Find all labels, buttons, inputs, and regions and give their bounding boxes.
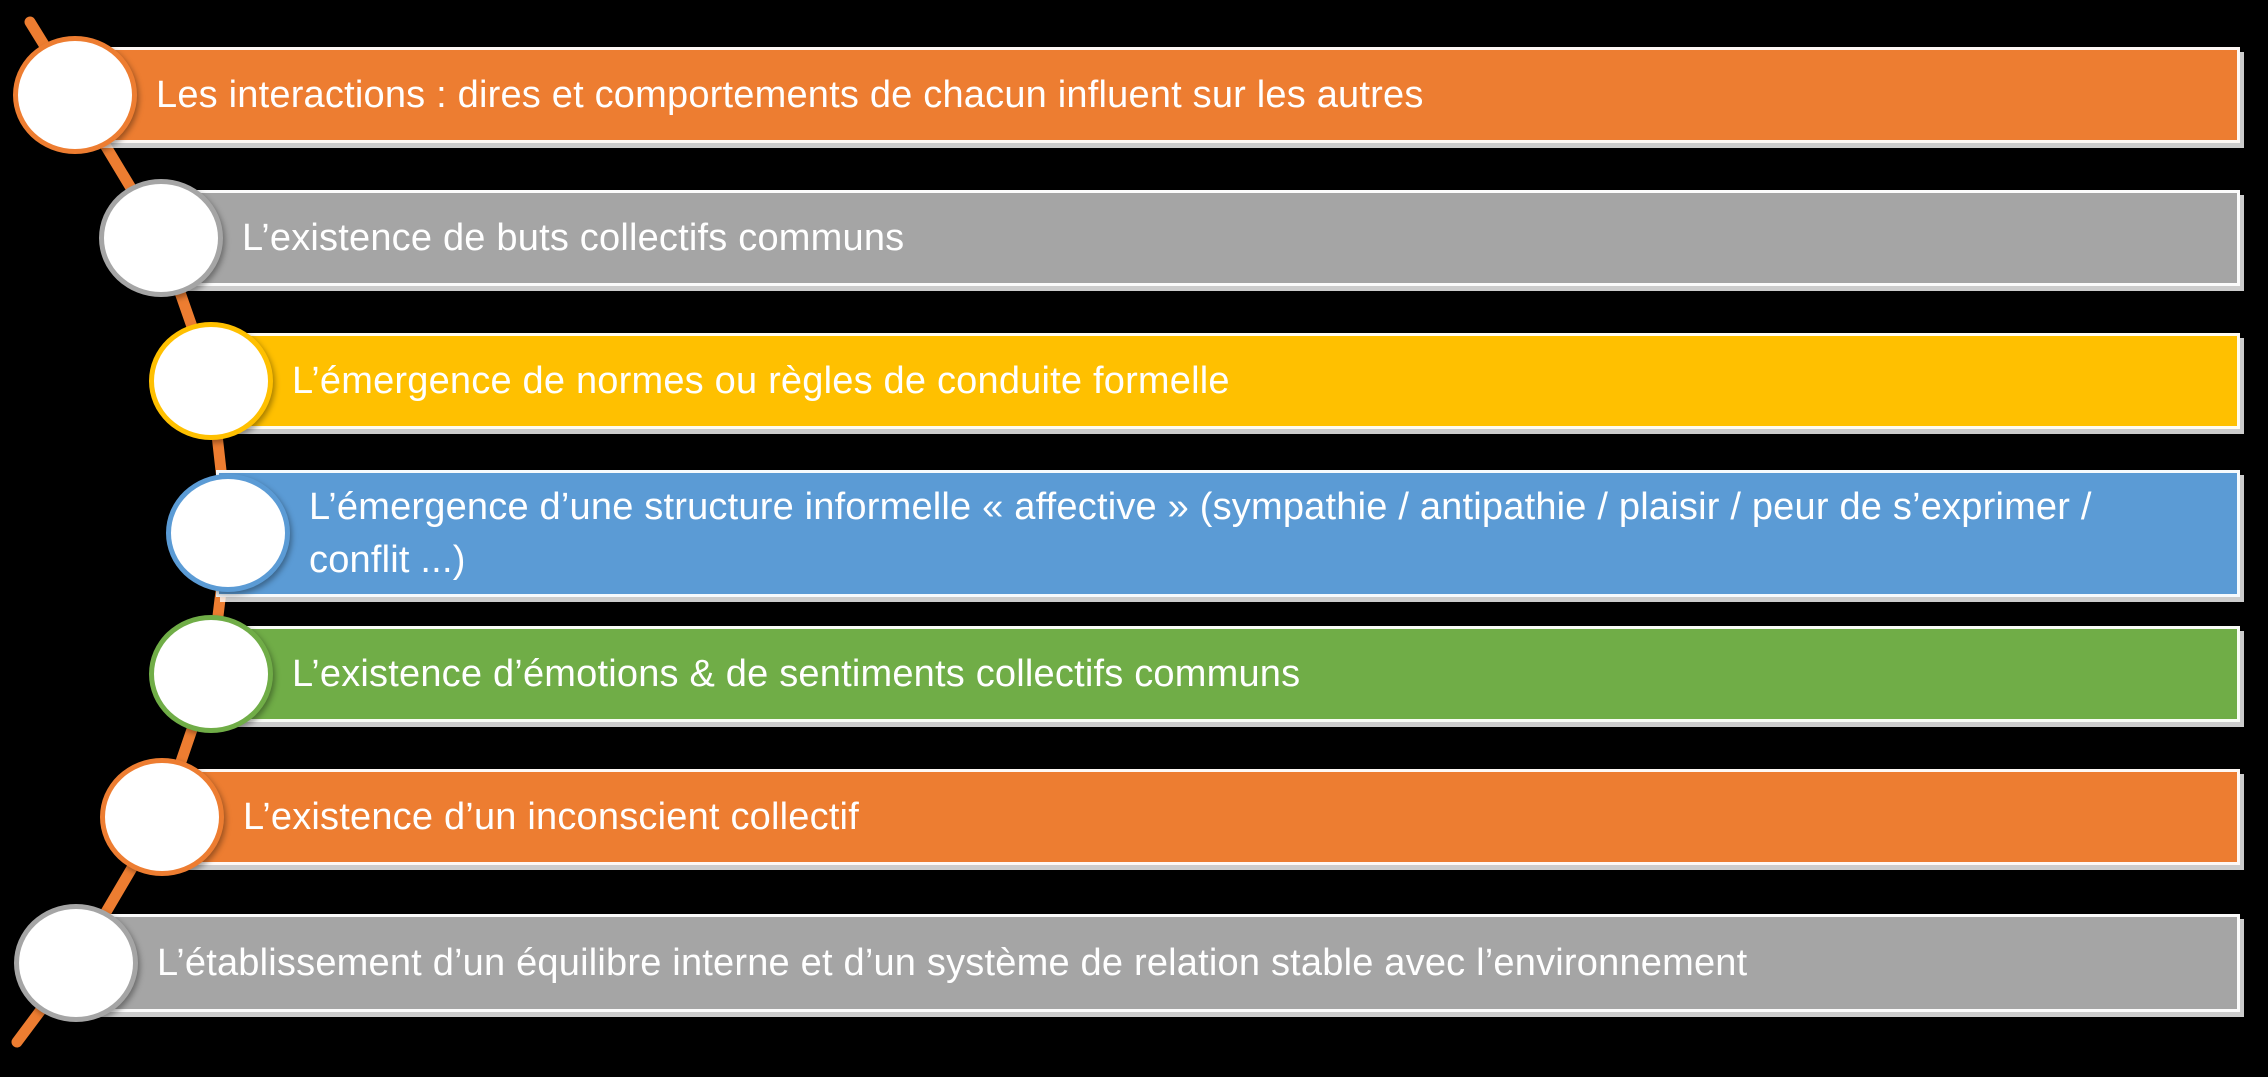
connector-line [11,16,234,1048]
smartart-step-diagram: Les interactions : dires et comportement… [11,16,2240,1048]
